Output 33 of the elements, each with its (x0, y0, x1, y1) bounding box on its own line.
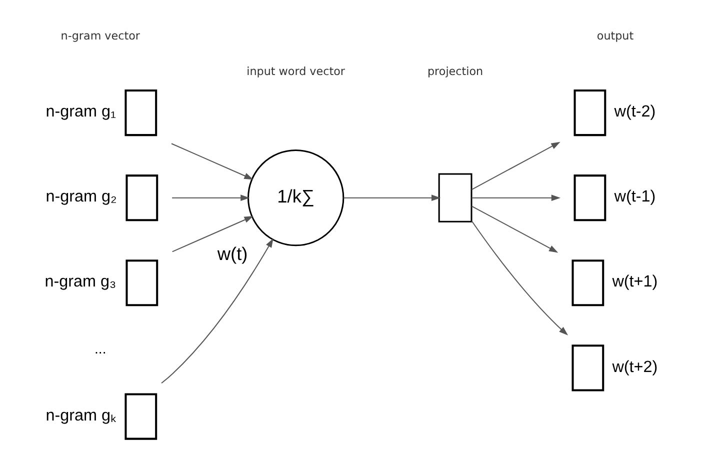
node-box (124, 392, 157, 440)
arrow (471, 141, 560, 190)
arrow (471, 194, 560, 201)
node-label: w(t-2) (614, 102, 656, 120)
node-box (573, 89, 606, 136)
node-label: w(t) (216, 244, 248, 264)
node-label: w(t+2) (612, 357, 658, 376)
node-box (571, 259, 604, 306)
arrow (172, 216, 253, 252)
node-label: w(t-1) (614, 187, 656, 206)
label: input word vector (246, 64, 344, 78)
node-box (438, 172, 472, 222)
arrow (343, 194, 440, 201)
node-label: n-gram g₃ (44, 272, 116, 290)
node-box (573, 174, 606, 221)
node-label: w(t+1) (612, 272, 658, 290)
label: projection (427, 64, 483, 78)
node-box (125, 174, 158, 221)
arrow (470, 205, 558, 252)
label: ... (94, 340, 106, 357)
node-label: n-gram gₖ (45, 406, 116, 424)
node-box (571, 344, 604, 391)
label: output (596, 29, 634, 42)
node-circle: 1/k∑ (246, 148, 344, 246)
arrow (170, 142, 253, 180)
arrow (470, 220, 568, 335)
node-label: n-gram g₂ (45, 187, 116, 206)
arrow (172, 194, 250, 201)
node-box (125, 259, 158, 306)
label: n-gram vector (60, 29, 140, 42)
node-box (124, 89, 157, 136)
arrow (160, 238, 273, 383)
node-label: n-gram g₁ (45, 102, 116, 120)
